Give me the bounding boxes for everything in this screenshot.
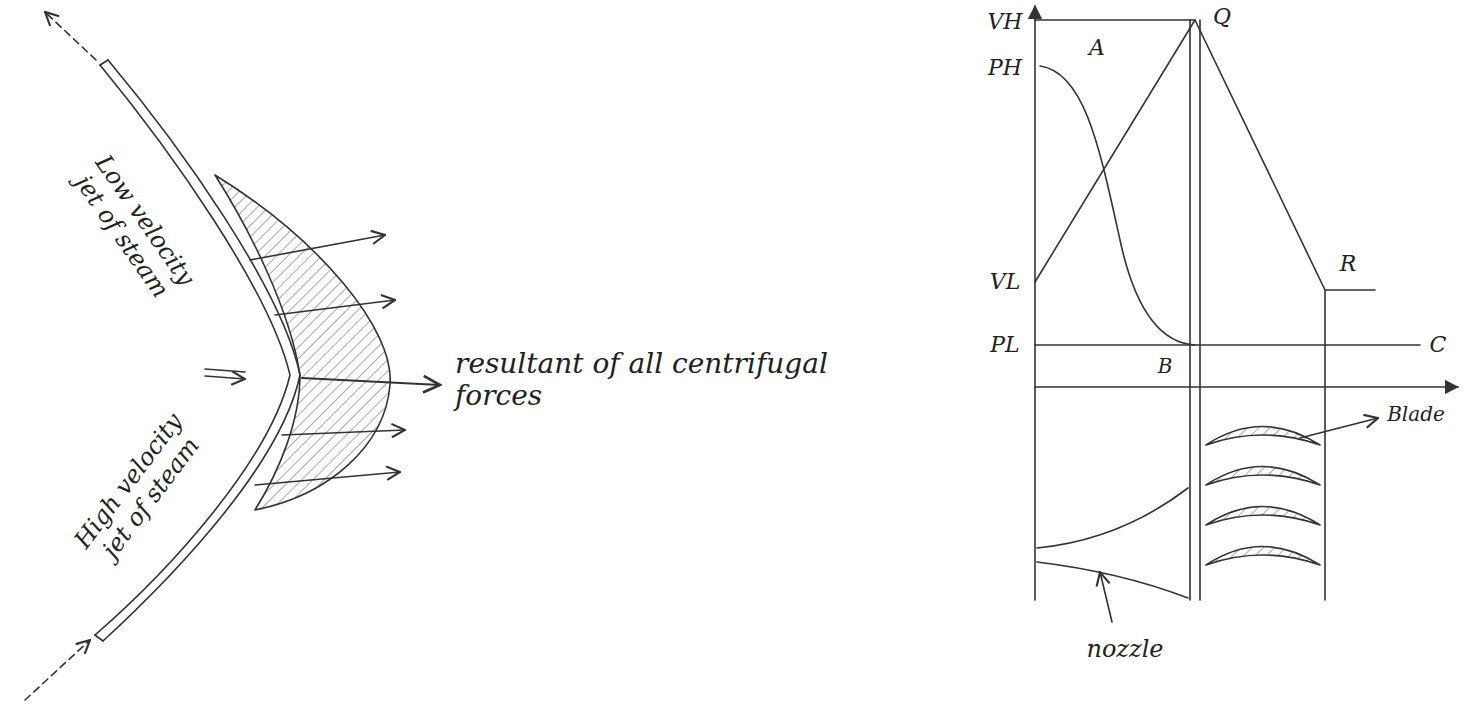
pressure-curve: [1040, 66, 1195, 345]
force-arrow: [255, 472, 400, 485]
moving-blade: [1206, 427, 1320, 446]
pressure-line: [1035, 344, 1420, 346]
nozzle-pointer: [1100, 572, 1112, 622]
section-line: [1190, 20, 1325, 600]
jet-push-arrow: [205, 369, 245, 379]
velocity-line: [1035, 20, 1375, 290]
moving-blade: [1206, 547, 1320, 566]
jet-direction: [45, 12, 96, 60]
point-label: Q: [1213, 4, 1231, 29]
nozzle-wall: [1037, 562, 1188, 598]
axis-label: PL: [990, 332, 1019, 357]
point-label: B: [1158, 355, 1173, 378]
moving-blade: [1206, 507, 1320, 526]
axis-label: PH: [988, 55, 1022, 80]
horizontal-axis: [1035, 386, 1458, 388]
jet-label: Low velocity jet of steam: [56, 135, 210, 322]
point-label: R: [1340, 251, 1357, 276]
resultant-arrow: [302, 378, 440, 385]
axis-label: VL: [990, 269, 1021, 294]
moving-blade: [1206, 467, 1320, 486]
jet-direction: [25, 640, 90, 700]
blade-pointer: [1300, 418, 1378, 438]
part-name: nozzle: [1086, 636, 1163, 664]
vertical-axis: [1034, 6, 1036, 600]
blade-shading: [215, 175, 390, 510]
force-label: resultant of all centrifugal forces: [455, 348, 885, 412]
jet-label: High velocity jet of steam: [61, 398, 219, 583]
nozzle-wall: [1037, 488, 1188, 548]
force-arrow: [275, 300, 395, 315]
axis-label: VH: [987, 9, 1022, 34]
point-label: C: [1430, 332, 1447, 357]
velocity-max-line: [1035, 19, 1195, 21]
point-label: A: [1089, 35, 1105, 60]
blade-outer-edge: [103, 60, 300, 641]
part-name: Blade: [1387, 403, 1445, 426]
force-arrow: [250, 235, 385, 260]
force-arrow: [282, 430, 405, 435]
